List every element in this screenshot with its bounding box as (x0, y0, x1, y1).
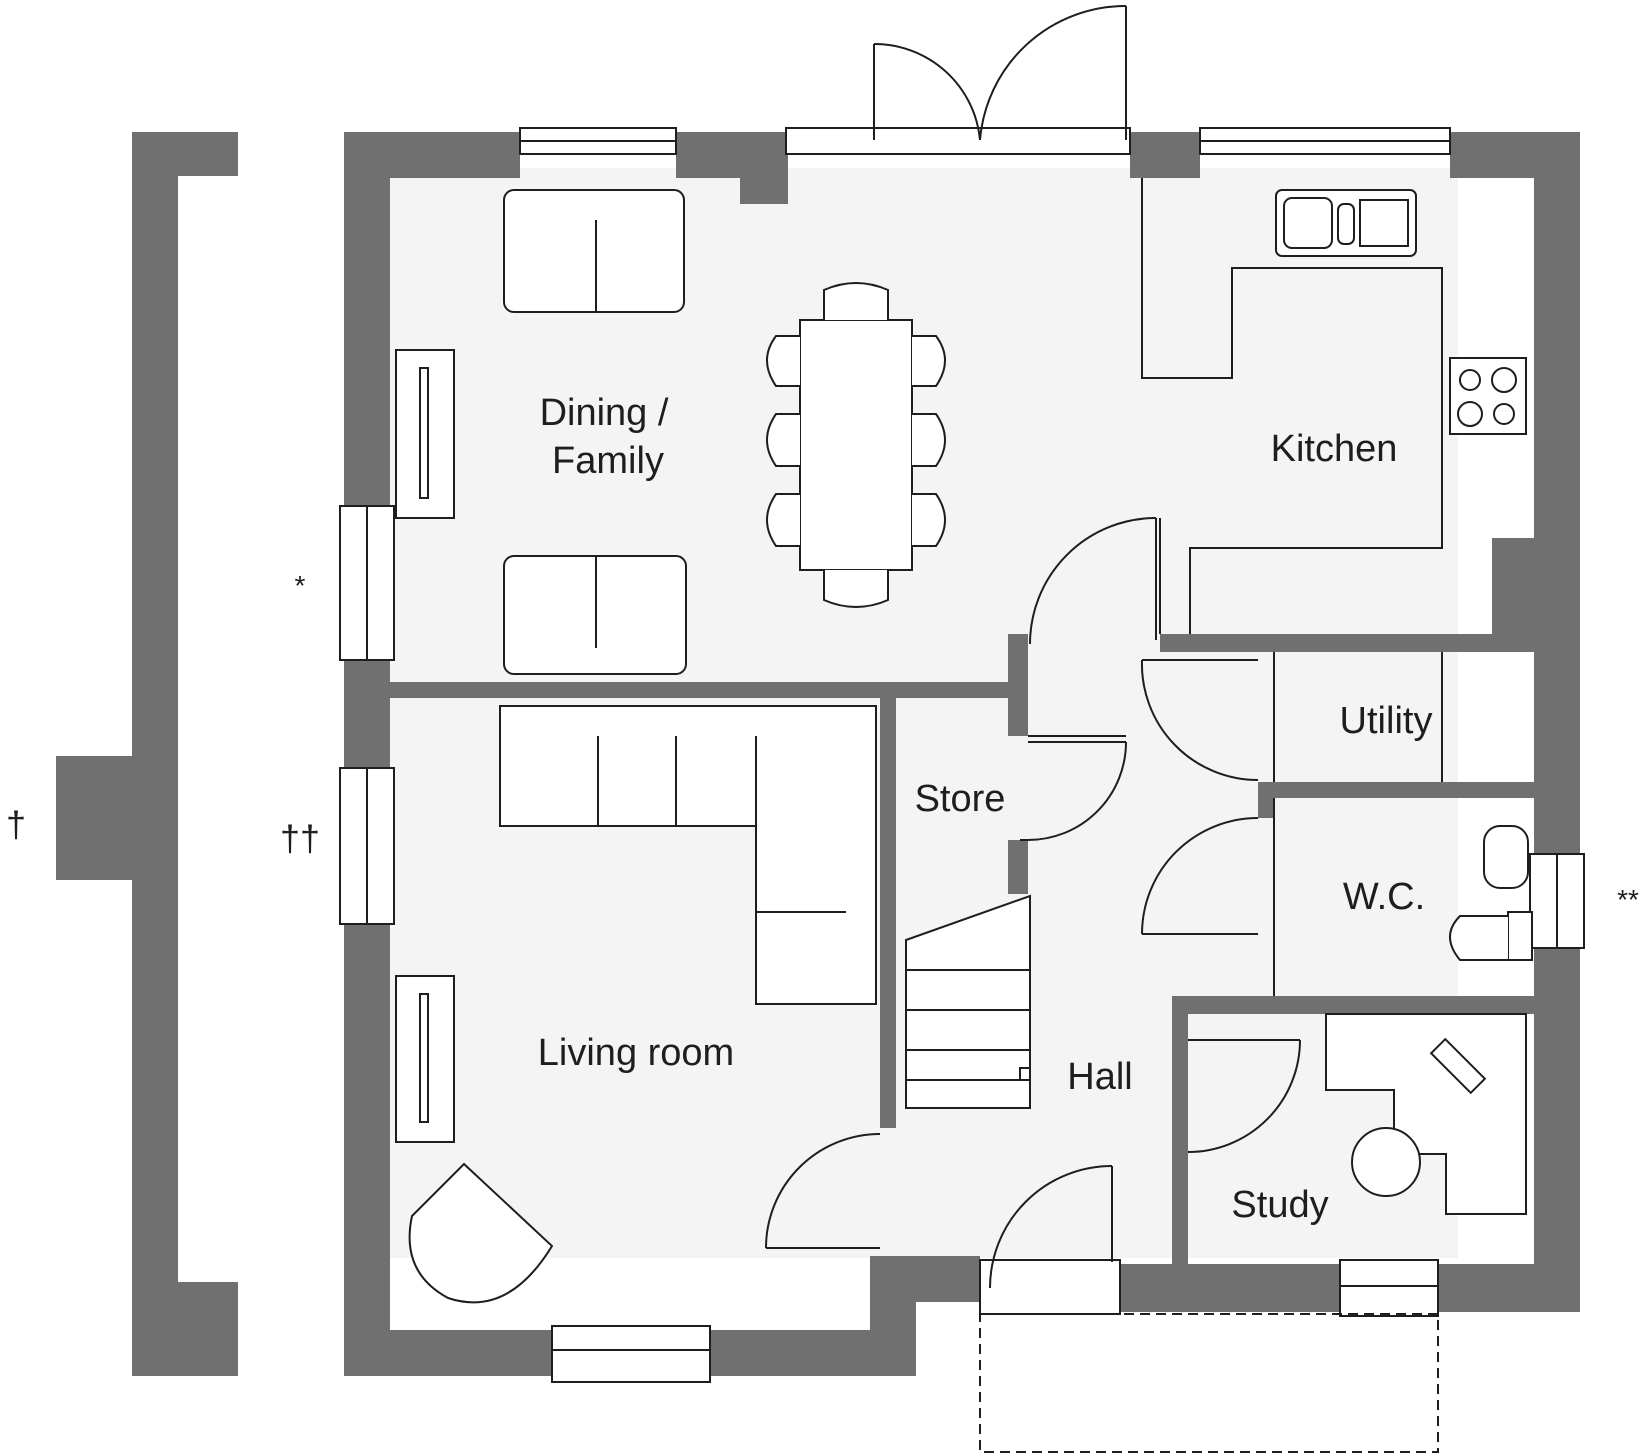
corner-sofa-icon (499, 705, 877, 1005)
porch-canopy (979, 1313, 1439, 1453)
window-icon (339, 127, 1585, 1383)
dining-table-icon (766, 282, 946, 608)
room-label-kitchen: Kitchen (1270, 428, 1398, 471)
toilet-icon (1449, 911, 1533, 961)
tv-unit-icon (395, 349, 455, 1143)
external-walls (344, 132, 1580, 1376)
interior-lines (1020, 178, 1443, 996)
door-swing-icon (765, 4, 1301, 1315)
room-label-dining-line1: Dining / (539, 392, 669, 435)
double-asterisk-mark: ** (1617, 884, 1639, 916)
sofa-icon (503, 189, 687, 675)
asterisk-mark: * (294, 570, 306, 602)
hob-icon (1449, 357, 1527, 435)
room-label-living: Living room (537, 1032, 735, 1075)
internal-walls (344, 634, 1534, 1264)
garage-wall (56, 132, 238, 1376)
desk-icon (1325, 1013, 1527, 1215)
sink-icon (1275, 189, 1417, 257)
armchair-icon (408, 1162, 554, 1304)
dagger-mark: † (5, 803, 27, 845)
stairs-icon (905, 894, 1031, 1109)
keyboard-icon (1429, 1037, 1487, 1095)
room-label-study: Study (1231, 1184, 1329, 1227)
basin-icon (1483, 825, 1529, 889)
room-label-dining-line2: Family (552, 440, 664, 483)
room-label-wc: W.C. (1342, 876, 1426, 919)
double-dagger-mark: †† (279, 817, 321, 859)
room-label-utility: Utility (1339, 700, 1433, 743)
room-label-hall: Hall (1067, 1056, 1133, 1099)
room-label-store: Store (914, 778, 1006, 821)
